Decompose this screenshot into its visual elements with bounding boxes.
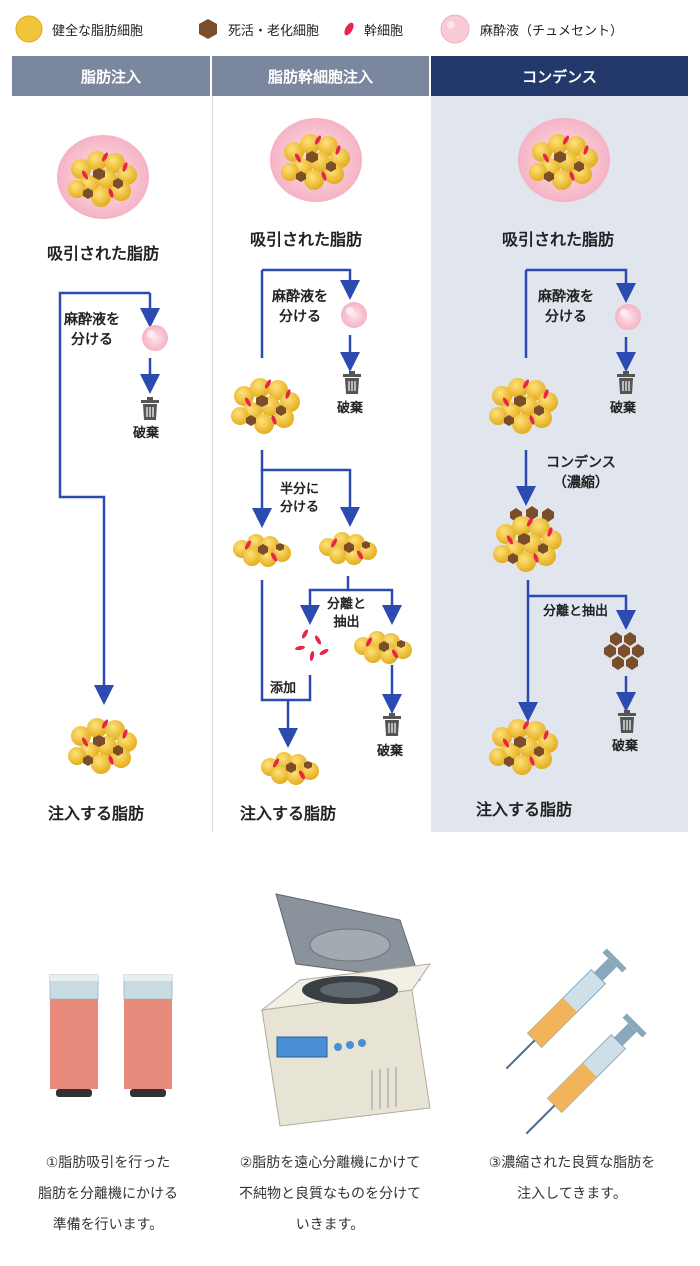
col3-condensed-fat-image: [493, 506, 562, 572]
col2-separate-label: 麻酔液を分ける: [272, 289, 328, 325]
column-condense: [431, 96, 688, 832]
col1-inject-label: 注入する脂肪: [48, 804, 145, 823]
col3-anesthetic-icon: [615, 304, 641, 330]
test-tube-icon: [49, 974, 173, 1097]
header-stem-cell-injection: 脂肪幹細胞注入: [212, 56, 429, 96]
col1-anesthetic-icon: [142, 325, 168, 351]
col2-fat-image: [231, 378, 300, 434]
stem-cell-icon: [344, 22, 354, 36]
header-stem-cell-label: 脂肪幹細胞注入: [267, 67, 373, 86]
col2-trash2-icon: [382, 712, 402, 737]
header-condense: コンデンス: [431, 56, 688, 96]
caption-step1: ①脂肪吸引を行った脂肪を分離機にかける準備を行います。: [38, 1155, 178, 1233]
col3-aspirated-label: 吸引された脂肪: [502, 230, 615, 249]
col2-discard2-label: 破棄: [377, 744, 404, 759]
col2-injected-fat-image: [261, 752, 319, 785]
col2-remaining-fat-image: [354, 631, 412, 664]
col3-dead-cells-image: [604, 632, 644, 670]
col1-trash-icon: [140, 396, 160, 421]
col2-anesthetic-icon: [341, 302, 367, 328]
legend-dead: 死活・老化細胞: [196, 14, 319, 44]
col3-discard-label: 破棄: [610, 401, 637, 416]
col2-stem-cells-image: [295, 629, 329, 661]
col2-inject-label: 注入する脂肪: [240, 804, 337, 823]
header-condense-label: コンデンス: [522, 67, 597, 86]
header-fat-injection: 脂肪注入: [12, 56, 210, 96]
caption-step3: ③濃縮された良質な脂肪を注入してきます。: [488, 1155, 656, 1202]
col1-aspirated-label: 吸引された脂肪: [47, 244, 160, 263]
column-fat-injection: [12, 96, 210, 832]
col1-aspirated-fat-image: [57, 135, 149, 219]
col1-injected-fat-image: [68, 718, 137, 774]
col2-extract-label: 分離と抽出: [327, 597, 367, 630]
col2-half-fat-right-image: [319, 532, 377, 565]
col3-extract-label: 分離と抽出: [543, 604, 609, 619]
col2-discard-label: 破棄: [337, 401, 364, 416]
col2-half-fat-left-image: [233, 534, 291, 567]
anesthetic-icon: [440, 14, 470, 44]
legend-healthy-label: 健全な脂肪細胞: [52, 23, 144, 39]
col3-aspirated-fat-image: [518, 118, 610, 202]
caption-step2: ②脂肪を遠心分離機にかけて不純物と良質なものを分けていきます。: [239, 1155, 421, 1233]
col3-condense-label: コンデンス（濃縮）: [546, 455, 616, 491]
centrifuge-icon: [260, 893, 432, 1127]
col2-aspirated-fat-image: [270, 118, 362, 202]
col3-trash-icon: [616, 370, 636, 395]
legend-stem-label: 幹細胞: [364, 23, 404, 39]
syringe-icon: [505, 948, 647, 1135]
legend-healthy: 健全な脂肪細胞: [14, 14, 143, 44]
col3-trash2-icon: [617, 709, 637, 734]
col3-inject-label: 注入する脂肪: [476, 800, 573, 819]
legend-stem: 幹細胞: [342, 14, 403, 44]
col3-separate-label: 麻酔液を分ける: [538, 289, 594, 325]
legend-anesthetic-label: 麻酔液（チュメセント）: [480, 23, 624, 39]
col3-injected-fat-image: [489, 719, 558, 775]
legend-anesthetic: 麻酔液（チュメセント）: [438, 14, 623, 44]
col3-fat-image: [489, 378, 558, 434]
legend: 健全な脂肪細胞 死活・老化細胞 幹細胞 麻酔液（チュメセント）: [0, 0, 700, 56]
col1-separate-label: 麻酔液を分ける: [64, 312, 120, 348]
col2-aspirated-label: 吸引された脂肪: [250, 230, 363, 249]
col3-discard2-label: 破棄: [612, 739, 639, 754]
col1-discard-label: 破棄: [133, 426, 160, 441]
col2-add-label: 添加: [270, 681, 297, 696]
header-fat-injection-label: 脂肪注入: [80, 67, 141, 86]
healthy-cell-icon: [15, 15, 43, 43]
dead-cell-icon: [199, 19, 217, 39]
legend-dead-label: 死活・老化細胞: [228, 23, 320, 39]
col2-trash-icon: [342, 370, 362, 395]
col2-half-label: 半分に分ける: [280, 482, 320, 515]
